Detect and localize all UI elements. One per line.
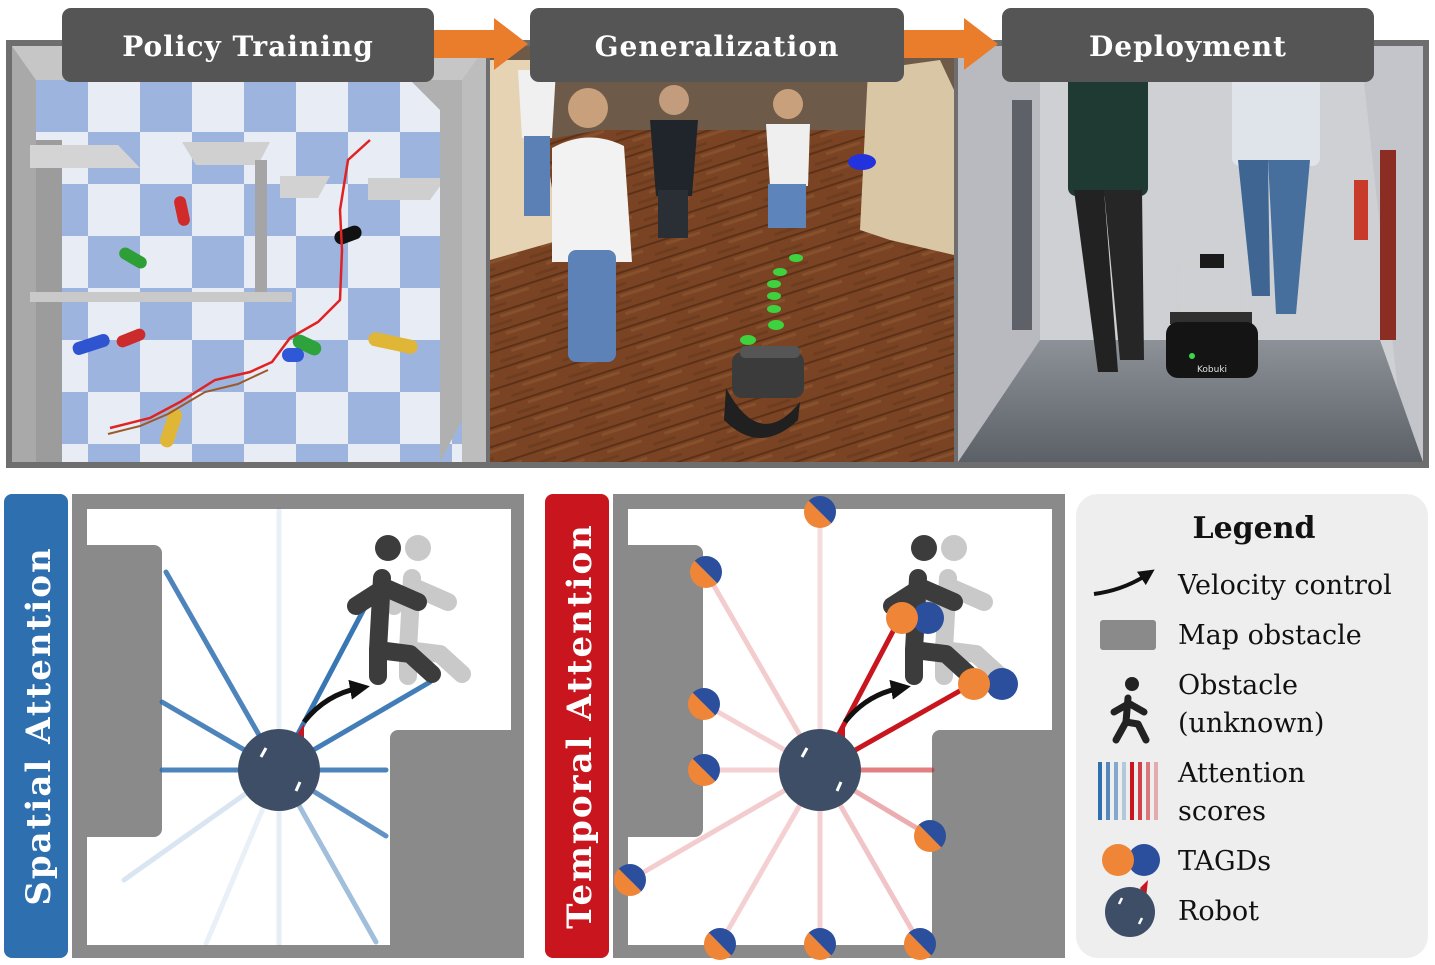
spatial-velocity-arrow [302,679,370,724]
temporal-velocity-arrow [843,679,911,724]
stage-label-deployment: Deployment [1089,30,1287,63]
legend-label-map-obstacle: Map obstacle [1178,620,1362,651]
robot-brand-label: Kobuki [1197,365,1227,375]
temporal-attention-diagram [613,494,1065,960]
map-obstacle-left [72,545,162,837]
sim-trajectory-red [109,139,371,430]
deployment-panel: Kobuki [958,46,1423,462]
tagd-icon [1102,844,1160,876]
legend-label-attention-2: scores [1178,796,1266,827]
robot-icon [1105,880,1155,937]
stage-label-generalization: Generalization [595,30,840,63]
legend-label-velocity: Velocity control [1177,570,1392,601]
spatial-pedestrian [347,535,441,685]
sim-robot [724,346,804,438]
map-obstacle-right [390,730,524,958]
legend-label-robot: Robot [1178,896,1259,927]
sim-person-2 [650,85,698,238]
sim-obstacles [72,196,418,448]
spatial-attention-label: Spatial Attention [19,546,59,905]
legend: Legend Velocity control Map obstacle Obs… [1076,494,1428,958]
sim-person-3 [766,89,810,228]
stage-arrows [432,18,998,70]
legend-label-attention: Attention [1177,758,1305,789]
walker-left [1068,72,1148,372]
map-obstacle-icon [1100,620,1156,650]
map-obstacle-right-temporal [932,730,1065,958]
walker-right [1232,66,1320,314]
pedestrian-icon [1110,677,1150,744]
legend-title: Legend [1192,511,1315,546]
sim-person-1 [552,88,632,362]
stage-title-deployment: Deployment [1002,8,1374,82]
legend-label-obstacle: Obstacle [1178,670,1298,701]
temporal-attention-label-bar: Temporal Attention [545,494,609,958]
stage-title-training: Policy Training [62,8,434,82]
generalization-panel [490,46,954,462]
map-obstacle-left-temporal [613,545,703,837]
temporal-attention-label: Temporal Attention [560,523,600,929]
real-robot: Kobuki [1166,254,1258,378]
spatial-attention-diagram [72,494,524,958]
spatial-attention-label-bar: Spatial Attention [4,494,68,958]
sim-trajectory-brown [107,369,269,435]
stage-title-generalization: Generalization [530,8,904,82]
velocity-control-icon [1093,569,1155,596]
spatial-robot [238,724,320,811]
legend-label-tagds: TAGDs [1178,846,1271,877]
legend-label-obstacle-2: (unknown) [1178,708,1324,739]
sim-person-4 [518,70,556,216]
stage-label-training: Policy Training [122,30,374,63]
temporal-robot [779,724,861,811]
simulation-panel [12,46,486,462]
attention-scores-icon [1098,762,1158,820]
sim-waypoints [740,254,803,345]
